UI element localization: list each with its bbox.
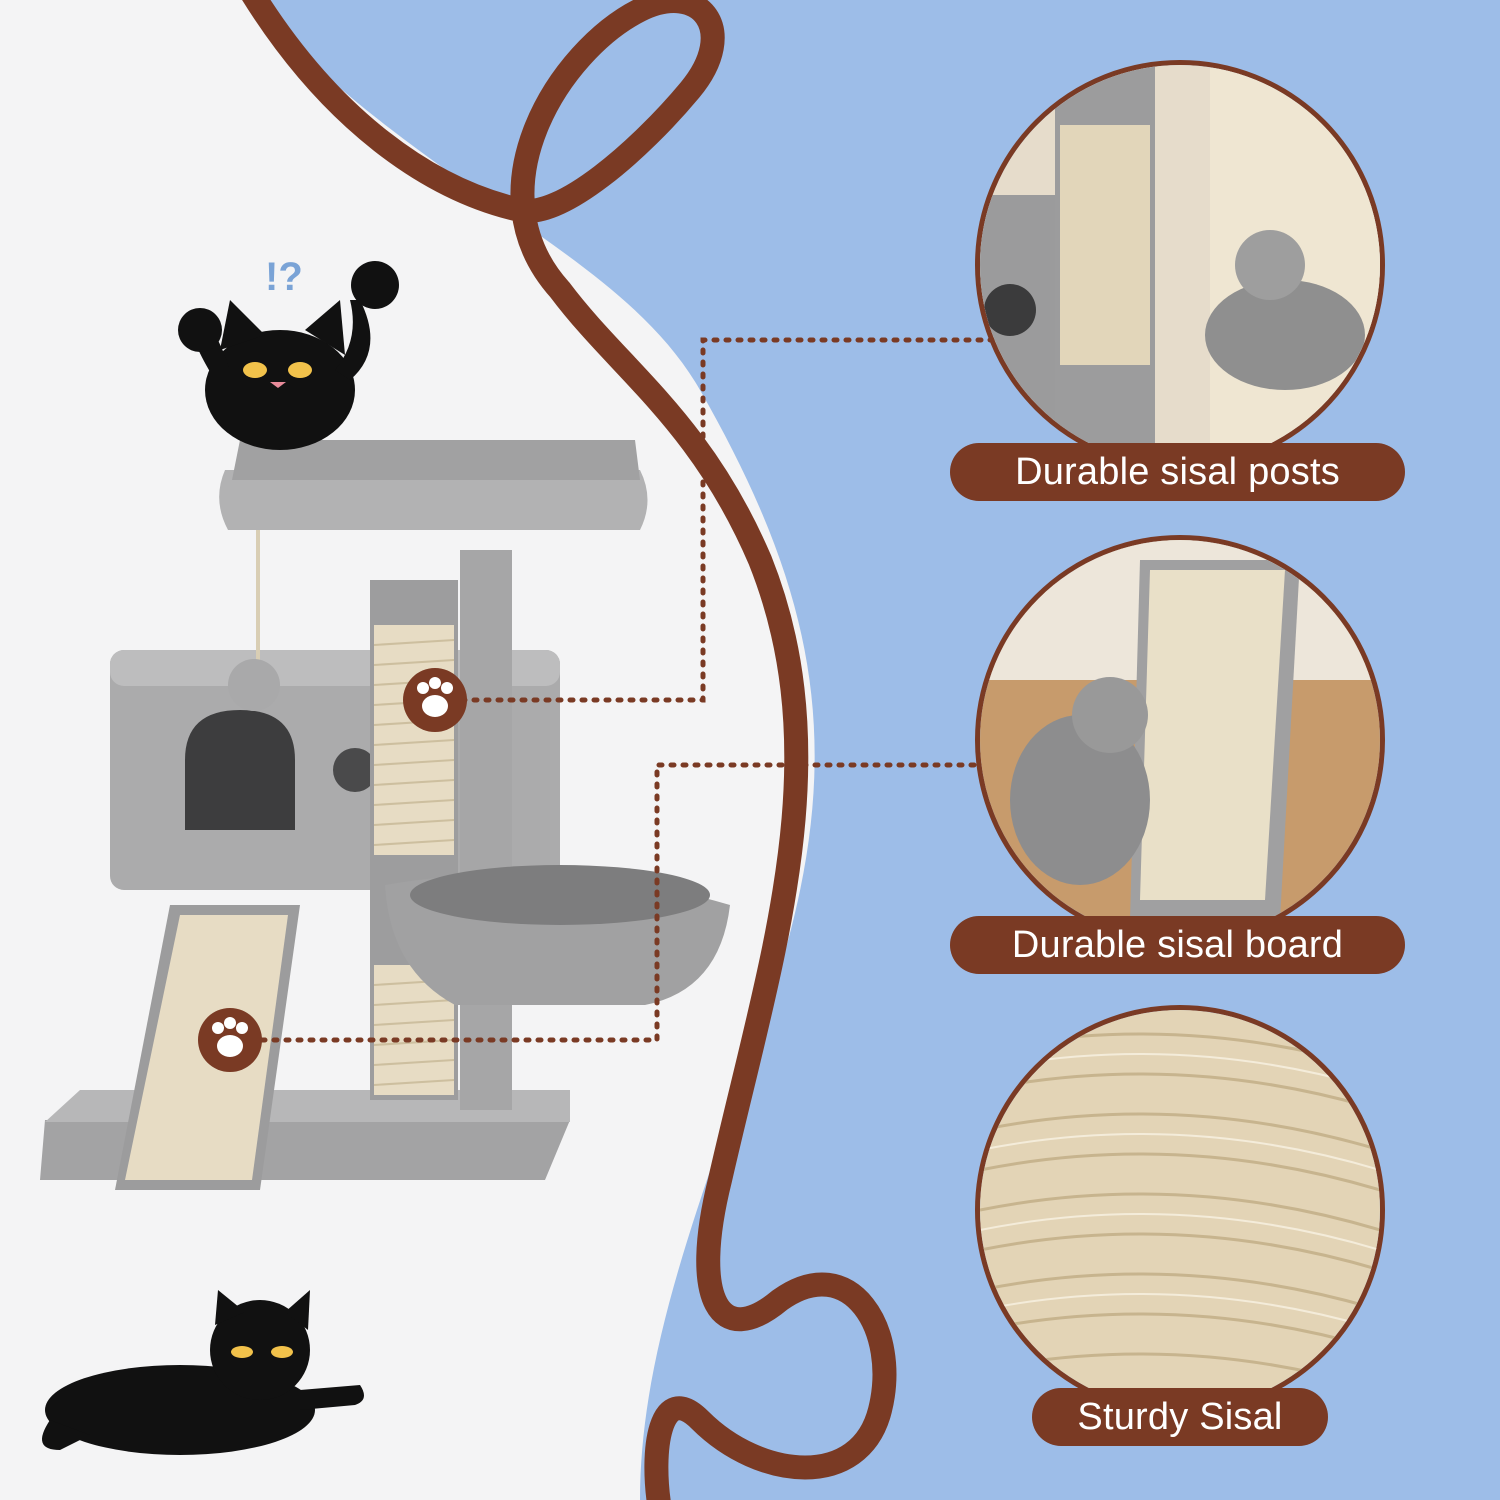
paw-marker-post [403,668,467,732]
svg-text:!?: !? [265,255,303,299]
cat-tree-image [40,440,730,1190]
feature-image-sisal-posts [975,60,1385,470]
paw-marker-board [198,1008,262,1072]
cartoon-cat-lying [42,1290,364,1455]
sisal-rope-closeup-icon [980,1010,1380,1410]
condo-entrance [185,710,295,830]
sisal-post-photo-icon [980,65,1380,465]
feature-label-sturdy-sisal: Sturdy Sisal [1032,1388,1328,1446]
feature-image-sturdy-sisal [975,1005,1385,1415]
feature-label-sisal-board: Durable sisal board [950,916,1405,974]
pom-pom-toy [228,659,280,711]
sisal-board-photo-icon [980,540,1380,940]
feature-image-sisal-board [975,535,1385,945]
cartoon-cat-waving: !? [178,255,399,450]
feature-label-sisal-posts: Durable sisal posts [950,443,1405,501]
